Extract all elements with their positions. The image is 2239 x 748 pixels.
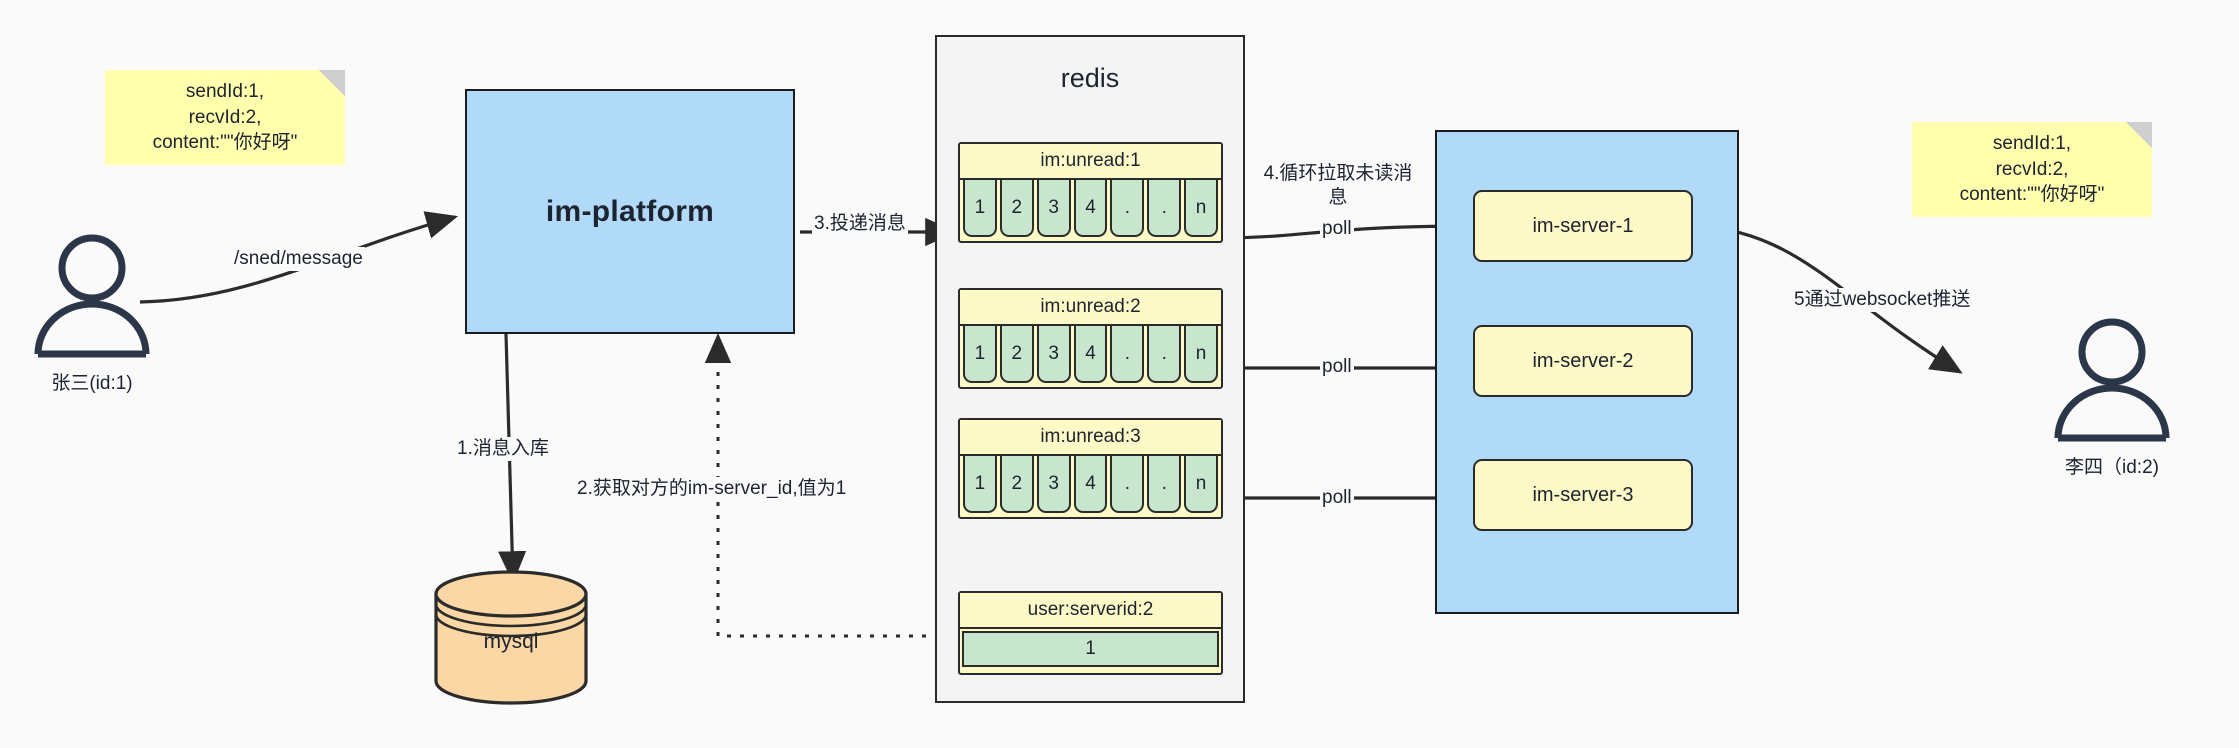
redis-cell: 4: [1073, 456, 1108, 513]
redis-key-name-2: im:unread:2: [960, 290, 1221, 326]
im-server-3-node[interactable]: im-server-3: [1473, 459, 1693, 531]
redis-cell: 1: [963, 456, 997, 513]
edge-label-poll-3: poll: [1320, 486, 1354, 510]
receiver-caption: 李四（id:2): [2065, 457, 2159, 478]
edge-label-poll-1: poll: [1320, 217, 1354, 241]
redis-cells-1: 1 2 3 4 . . n: [960, 180, 1221, 240]
redis-cell: 2: [999, 456, 1034, 513]
redis-cell: 3: [1036, 180, 1071, 237]
redis-cell: .: [1110, 326, 1145, 383]
note-right-line-2: recvId:2,: [1995, 158, 2069, 180]
redis-cell: 1: [963, 180, 997, 237]
im-server-1-node[interactable]: im-server-1: [1473, 190, 1693, 262]
redis-key-name-3: im:unread:3: [960, 420, 1221, 456]
redis-cell: .: [1147, 456, 1182, 513]
note-right: sendId:1, recvId:2, content:""你好呀": [1912, 122, 2152, 217]
mysql-label: mysql: [483, 630, 539, 653]
im-platform-node[interactable]: im-platform: [465, 89, 795, 334]
note-left-line-1: sendId:1,: [185, 81, 265, 103]
edge-label-step3: 3.投递消息: [812, 212, 908, 236]
sender-caption: 张三(id:1): [51, 373, 133, 394]
note-left-line-2: recvId:2,: [188, 106, 262, 128]
redis-key-name-1: im:unread:1: [960, 144, 1221, 180]
redis-cell: 2: [999, 326, 1034, 383]
redis-cell: 2: [999, 180, 1034, 237]
mysql-node[interactable]: mysql: [432, 570, 590, 705]
mysql-cylinder-icon: [434, 570, 588, 705]
edge-label-step5: 5通过websocket推送: [1792, 288, 1973, 312]
redis-key-block-3[interactable]: im:unread:3 1 2 3 4 . . n: [958, 418, 1223, 519]
redis-cell: 3: [1036, 326, 1071, 383]
redis-cell: .: [1110, 456, 1145, 513]
edge-label-send-message: /sned/message: [232, 247, 365, 271]
note-right-line-3: content:""你好呀": [1959, 184, 2105, 206]
edge-label-step2: 2.获取对方的im-server_id,值为1: [575, 477, 849, 501]
note-fold-icon: [2126, 122, 2152, 148]
redis-title: redis: [1060, 63, 1120, 93]
redis-user-server-value-row: 1: [960, 629, 1221, 669]
redis-key-block-2[interactable]: im:unread:2 1 2 3 4 . . n: [958, 288, 1223, 389]
redis-cells-3: 1 2 3 4 . . n: [960, 456, 1221, 516]
redis-cell: 1: [963, 326, 997, 383]
note-left-line-3: content:""你好呀": [152, 132, 298, 154]
redis-user-server-block[interactable]: user:serverid:2 1: [958, 591, 1223, 675]
redis-cell: .: [1147, 326, 1182, 383]
redis-cell: 4: [1073, 326, 1108, 383]
redis-cell: .: [1147, 180, 1182, 237]
im-server-2-node[interactable]: im-server-2: [1473, 325, 1693, 397]
redis-key-block-1[interactable]: im:unread:1 1 2 3 4 . . n: [958, 142, 1223, 243]
note-fold-icon: [319, 70, 345, 96]
redis-user-server-value: 1: [962, 631, 1219, 667]
edge-label-step4: 4.循环拉取未读消息: [1256, 162, 1420, 210]
redis-cell: 3: [1036, 456, 1071, 513]
note-right-line-1: sendId:1,: [1992, 133, 2072, 155]
note-left: sendId:1, recvId:2, content:""你好呀": [105, 70, 345, 165]
edge-label-poll-2: poll: [1320, 355, 1354, 379]
redis-cells-2: 1 2 3 4 . . n: [960, 326, 1221, 386]
redis-cell: n: [1184, 456, 1219, 513]
redis-cell: 4: [1073, 180, 1108, 237]
redis-cell: .: [1110, 180, 1145, 237]
redis-cell: n: [1184, 326, 1219, 383]
edge-label-step1: 1.消息入库: [455, 437, 551, 461]
redis-user-server-key-name: user:serverid:2: [960, 593, 1221, 629]
redis-cell: n: [1184, 180, 1219, 237]
